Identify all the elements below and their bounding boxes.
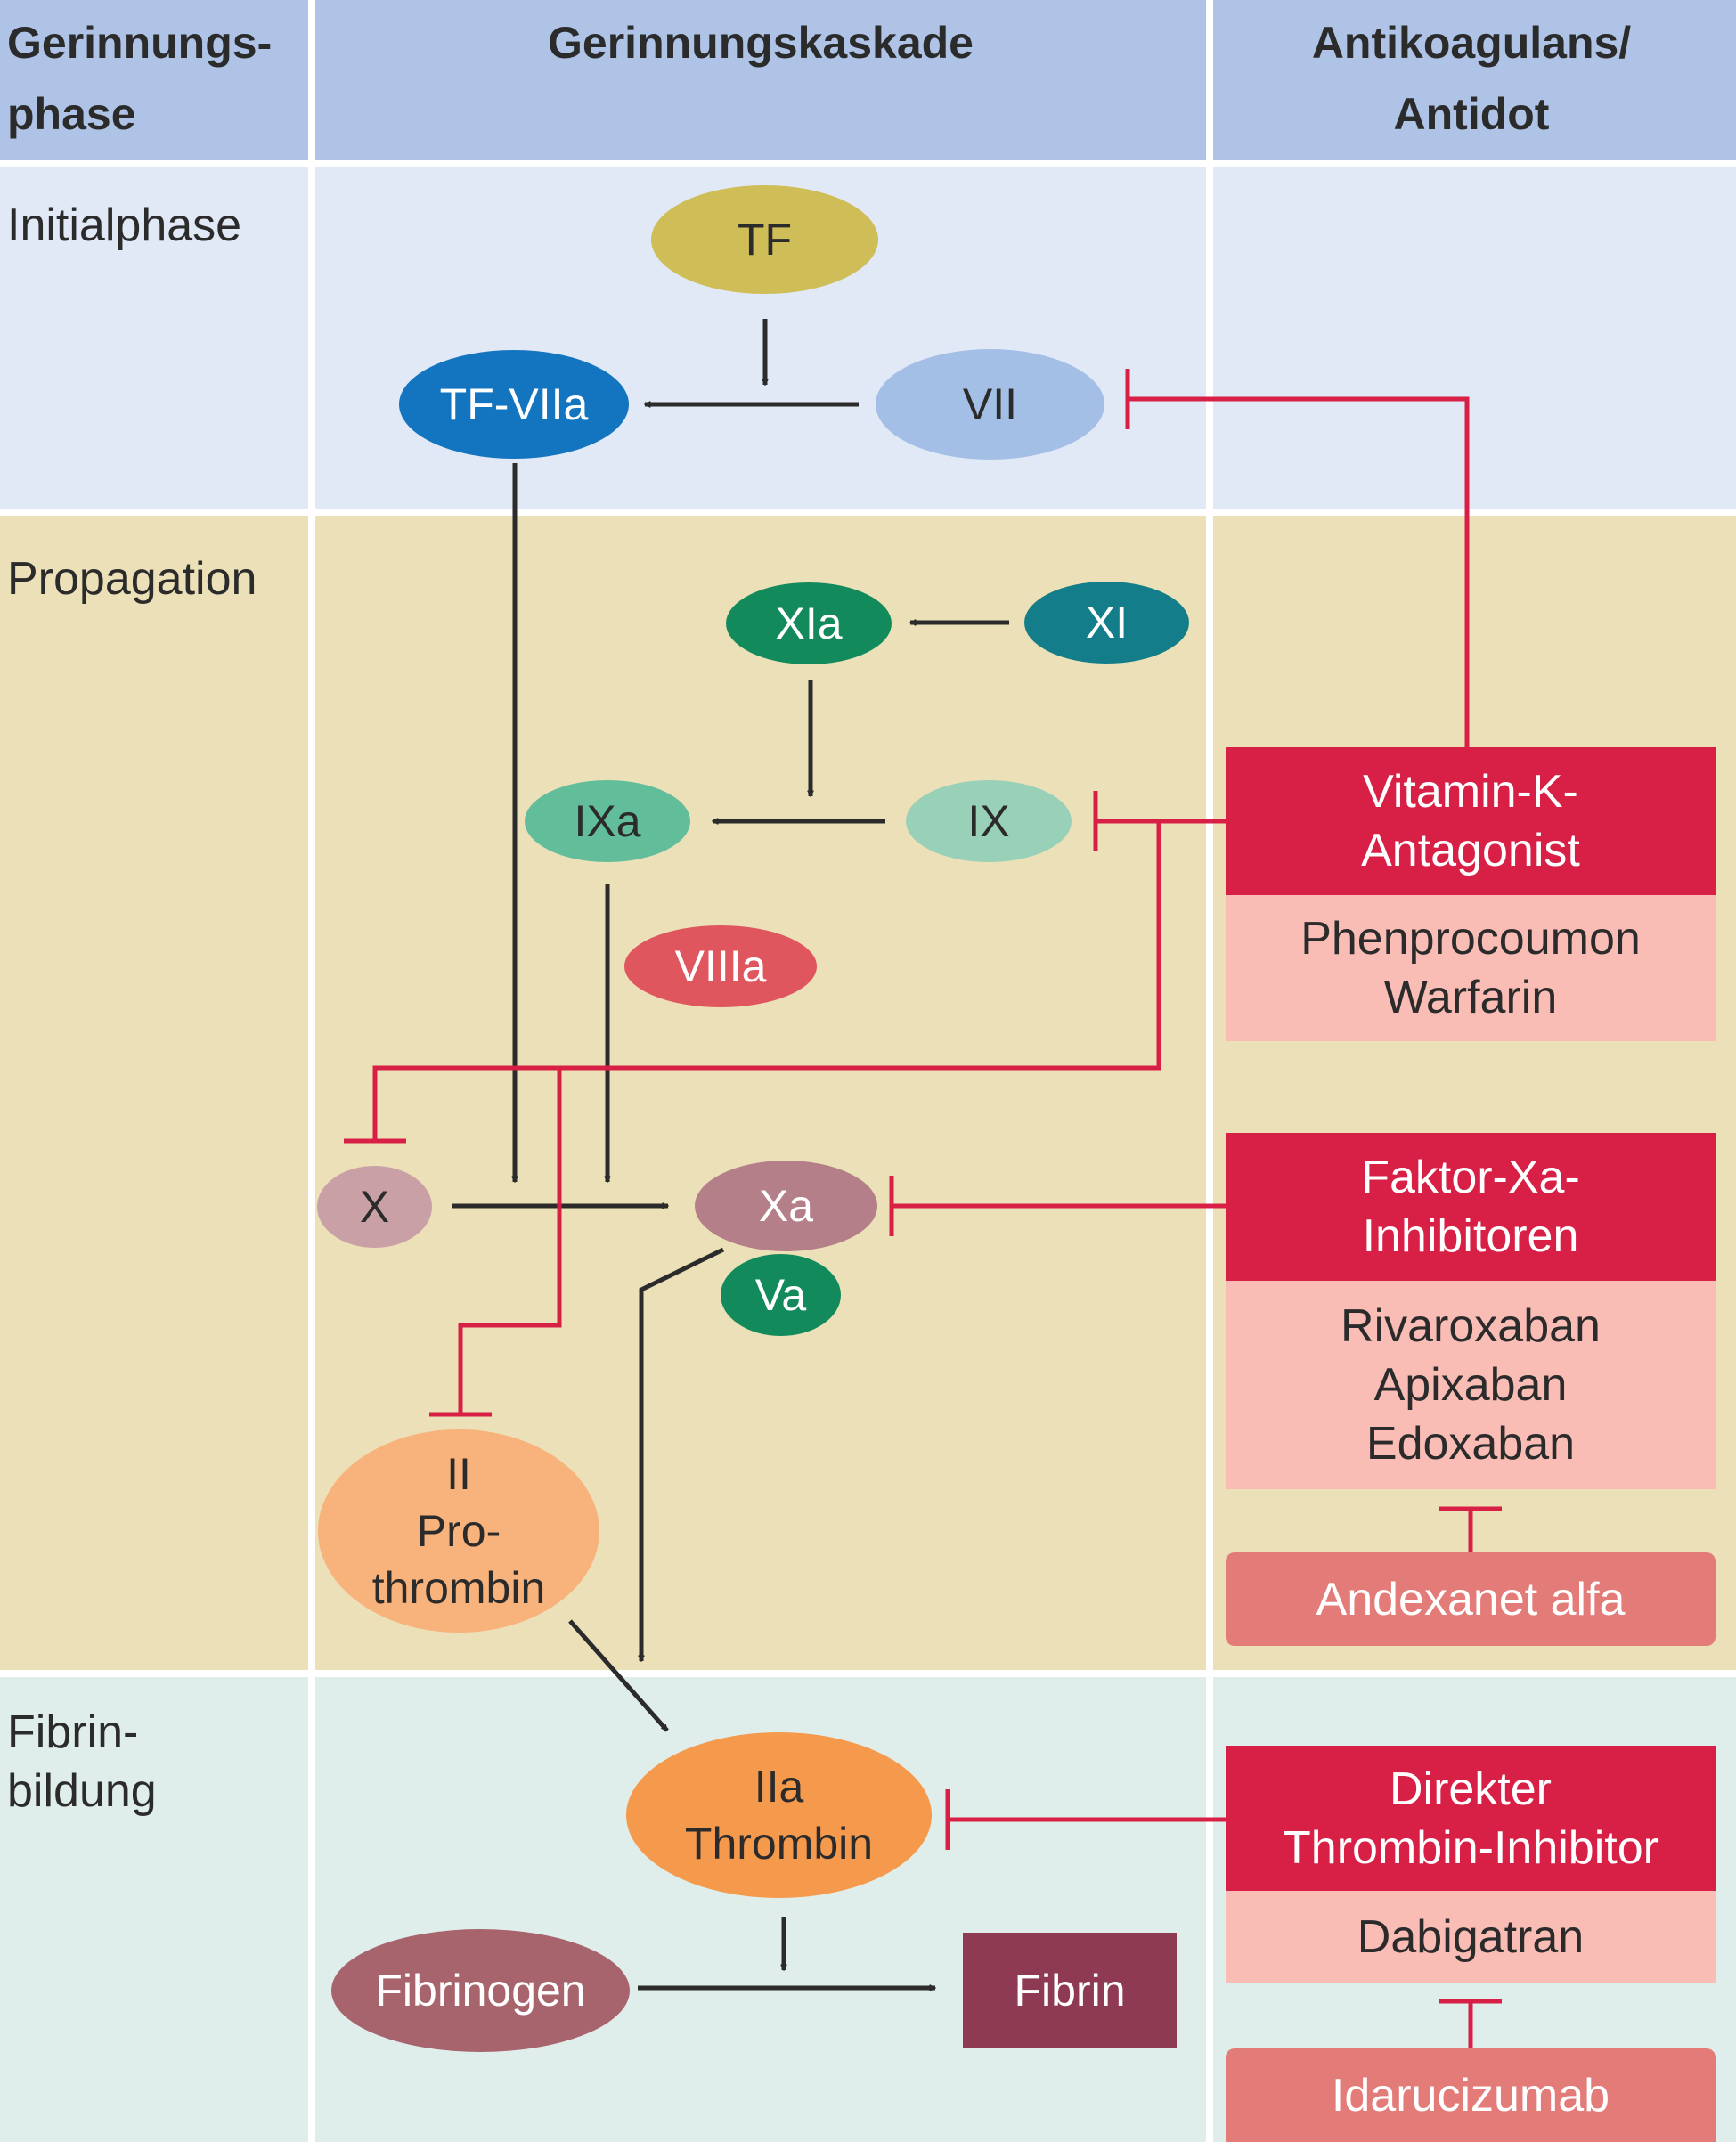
- phase-propagation-label: Propagation: [7, 553, 257, 605]
- row-fibrin-col1: [0, 1677, 308, 2142]
- phase-fibrin-label: Fibrin- bildung: [7, 1706, 157, 1817]
- row-initial-col3: [1213, 167, 1736, 509]
- node-x: X: [317, 1166, 432, 1248]
- drug-vka-title: Vitamin-K- Antagonist: [1226, 747, 1716, 895]
- node-thrombin: IIa Thrombin: [626, 1732, 932, 1898]
- node-fibrin: Fibrin: [963, 1933, 1177, 2048]
- phase-initial-label: Initialphase: [7, 200, 242, 251]
- header-cell-cascade: [315, 0, 1206, 160]
- header-phase-label: Gerinnungs- phase: [7, 18, 273, 139]
- node-fibrinogen: Fibrinogen: [331, 1929, 630, 2052]
- row-initial-col1: [0, 167, 308, 509]
- header-cell-phase: [0, 0, 308, 160]
- node-xi: XI: [1024, 582, 1189, 664]
- node-va: Va: [721, 1254, 841, 1336]
- drug-dti-list: Dabigatran: [1226, 1891, 1716, 1983]
- arrow-xa-to-thrombin: [641, 1247, 725, 1661]
- drug-fxa-title: Faktor-Xa- Inhibitoren: [1226, 1133, 1716, 1281]
- node-tf: TF: [651, 185, 878, 294]
- node-ixa: IXa: [525, 780, 690, 862]
- node-ix: IX: [906, 780, 1072, 862]
- drug-fxa-antidote: Andexanet alfa: [1226, 1552, 1716, 1646]
- node-xa: Xa: [695, 1161, 877, 1251]
- arrow-prothrombin-to-thrombin: [568, 1619, 669, 1732]
- inhibit-vka-to-prothrombin: [458, 1068, 562, 1413]
- row-propagation-col1: [0, 516, 308, 1670]
- inhibit-vka-to-x: [372, 821, 1161, 1140]
- drug-fxa-list: Rivaroxaban Apixaban Edoxaban: [1226, 1281, 1716, 1489]
- header-cascade-label: Gerinnungskaskade: [548, 18, 974, 68]
- node-xia: XIa: [726, 582, 892, 664]
- header-cell-drug: [1213, 0, 1736, 160]
- node-viiia: VIIIa: [624, 925, 817, 1007]
- node-vii: VII: [876, 349, 1104, 460]
- node-prothrombin: II Pro- thrombin: [318, 1429, 599, 1633]
- drug-dti-antidote: Idarucizumab: [1226, 2048, 1716, 2142]
- header-drug-label: Antikoagulans/ Antidot: [1311, 18, 1632, 139]
- drug-dti-title: Direkter Thrombin-Inhibitor: [1226, 1746, 1716, 1891]
- drug-vka-list: Phenprocoumon Warfarin: [1226, 895, 1716, 1041]
- inhibit-vka-to-vii: [1129, 396, 1470, 747]
- node-tf-viia: TF-VIIa: [399, 350, 629, 459]
